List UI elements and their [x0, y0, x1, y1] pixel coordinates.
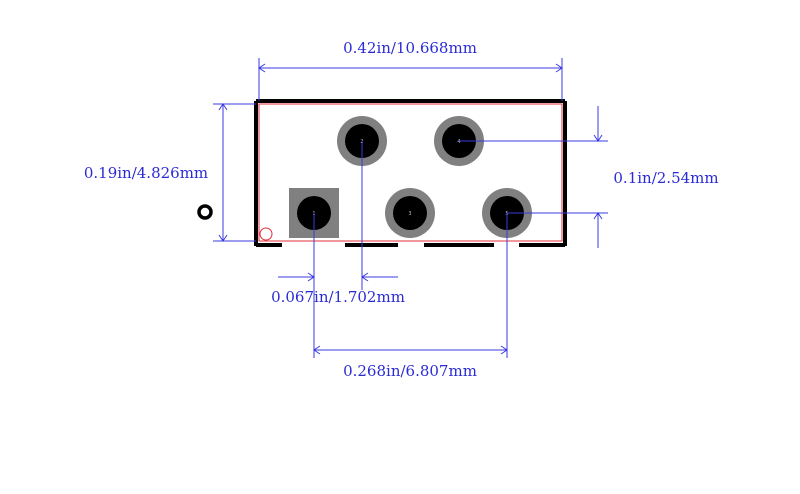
- pin1-indicator-dot: [197, 204, 213, 220]
- height-dimension: 0.19in/4.826mm: [84, 103, 256, 242]
- pin-offset-dimension: 0.067in/1.702mm: [271, 141, 405, 306]
- width-dimension-label: 0.42in/10.668mm: [343, 39, 477, 57]
- row-pitch-dimension: 0.1in/2.54mm: [459, 106, 719, 248]
- span-dimension-label: 0.268in/6.807mm: [343, 362, 477, 380]
- pin-offset-dimension-label: 0.067in/1.702mm: [271, 288, 405, 306]
- pad-3-number: 3: [408, 211, 411, 217]
- courtyard-outline: [258, 103, 563, 242]
- height-dimension-label: 0.19in/4.826mm: [84, 164, 208, 182]
- silkscreen-outline: [254, 99, 567, 247]
- pad-4-number: 4: [457, 139, 460, 145]
- pin1-marker-circle: [259, 227, 273, 241]
- width-dimension: 0.42in/10.668mm: [258, 39, 563, 101]
- row-pitch-dimension-label: 0.1in/2.54mm: [613, 169, 718, 187]
- pad-3: 3: [385, 188, 435, 238]
- span-dimension: 0.268in/6.807mm: [313, 213, 508, 380]
